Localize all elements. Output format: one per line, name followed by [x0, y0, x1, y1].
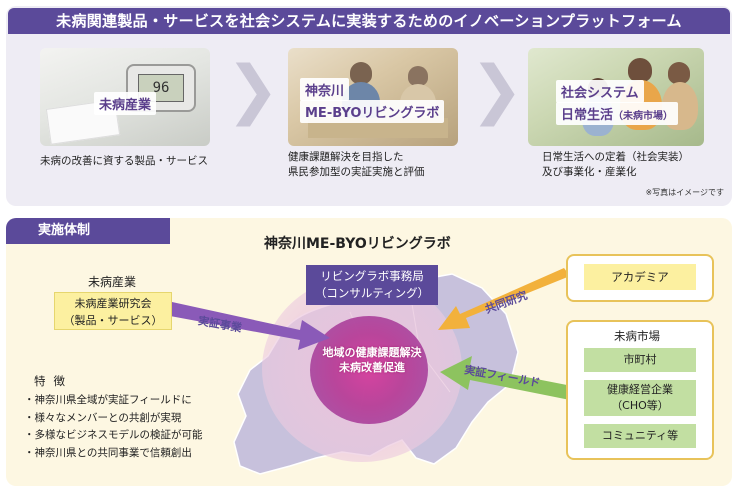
blood-pressure-monitor-icon: 96 — [126, 64, 196, 112]
desc-step2: 健康課題解決を目指した 県民参加型の実証実施と評価 — [288, 150, 425, 180]
center-line1: 地域の健康課題解決 — [322, 346, 422, 359]
mibyo-box-line1: 未病産業研究会 — [74, 297, 152, 310]
person-icon — [350, 62, 372, 84]
person-icon — [668, 62, 690, 84]
desc-step3-line1: 日常生活への定着（社会実装） — [542, 151, 689, 163]
desc-step3: 日常生活への定着（社会実装） 及び事業化・産業化 — [542, 150, 689, 180]
desc-step2-line2: 県民参加型の実証実施と評価 — [288, 166, 425, 178]
label-social-system: 社会システム — [556, 80, 644, 103]
feature-item: ・多様なビジネスモデルの検証が可能 — [24, 429, 203, 441]
academia-label: アカデミア — [584, 264, 696, 290]
market-item-city: 市町村 — [584, 348, 696, 372]
table-graphic — [308, 118, 448, 138]
label-mibyo-industry: 未病産業 — [94, 92, 157, 115]
person-icon — [408, 66, 428, 86]
arrow-orange-icon — [438, 268, 570, 330]
living-lab-title: 神奈川ME-BYOリビングラボ — [264, 236, 451, 252]
center-text: 地域の健康課題解決 未病改善促進 — [298, 345, 446, 375]
market-title: 未病市場 — [614, 329, 660, 343]
features-title: 特徴 — [34, 374, 73, 388]
inner-circle — [310, 316, 428, 424]
office-line1: リビングラボ事務局 — [320, 269, 424, 283]
center-line2: 未病改善促進 — [339, 361, 405, 374]
company-line2: （CHO等） — [611, 399, 669, 412]
desc-step1: 未病の改善に資する製品・サービス — [40, 155, 208, 167]
top-header: 未病関連製品・サービスを社会システムに実装するためのイノベーションプラットフォー… — [8, 8, 730, 34]
section-tab: 実施体制 — [6, 218, 170, 244]
arrow-green-icon — [440, 356, 572, 400]
photo-products: 96 — [40, 48, 210, 146]
person-icon — [628, 58, 652, 82]
market-item-company: 健康経営企業 （CHO等） — [584, 380, 696, 416]
company-line1: 健康経営企業 — [607, 383, 673, 396]
living-lab-office-box: リビングラボ事務局 （コンサルティング） — [306, 265, 438, 305]
mibyo-box-line2: （製品・サービス） — [63, 314, 163, 327]
label-me-byo-living-lab: ME-BYOリビングラボ — [300, 100, 445, 123]
mibyo-group-title: 未病産業 — [88, 275, 137, 289]
feature-item: ・神奈川県との共同事業で信頼創出 — [24, 446, 192, 459]
desc-step2-line1: 健康課題解決を目指した — [288, 151, 404, 163]
label-daily-life-main: 日常生活 — [561, 108, 614, 123]
arrow-purple-icon — [170, 302, 330, 350]
label-daily-life: 日常生活（未病市場） — [556, 102, 679, 125]
desc-step3-line2: 及び事業化・産業化 — [542, 166, 637, 178]
office-line2: （コンサルティング） — [314, 286, 430, 300]
label-daily-life-note: （未病市場） — [613, 111, 674, 122]
feature-item: ・神奈川県全域が実証フィールドに — [24, 394, 192, 406]
features-list: ・神奈川県全域が実証フィールドに ・様々なメンバーとの共創が実現 ・多様なビジネ… — [24, 392, 203, 462]
label-kanagawa: 神奈川 — [300, 78, 350, 101]
mibyo-research-box: 未病産業研究会 （製品・サービス） — [54, 292, 172, 330]
feature-item: ・様々なメンバーとの共創が実現 — [24, 411, 182, 424]
photo-note: ※写真はイメージです — [645, 188, 724, 197]
market-item-community: コミュニティ等 — [584, 424, 696, 448]
